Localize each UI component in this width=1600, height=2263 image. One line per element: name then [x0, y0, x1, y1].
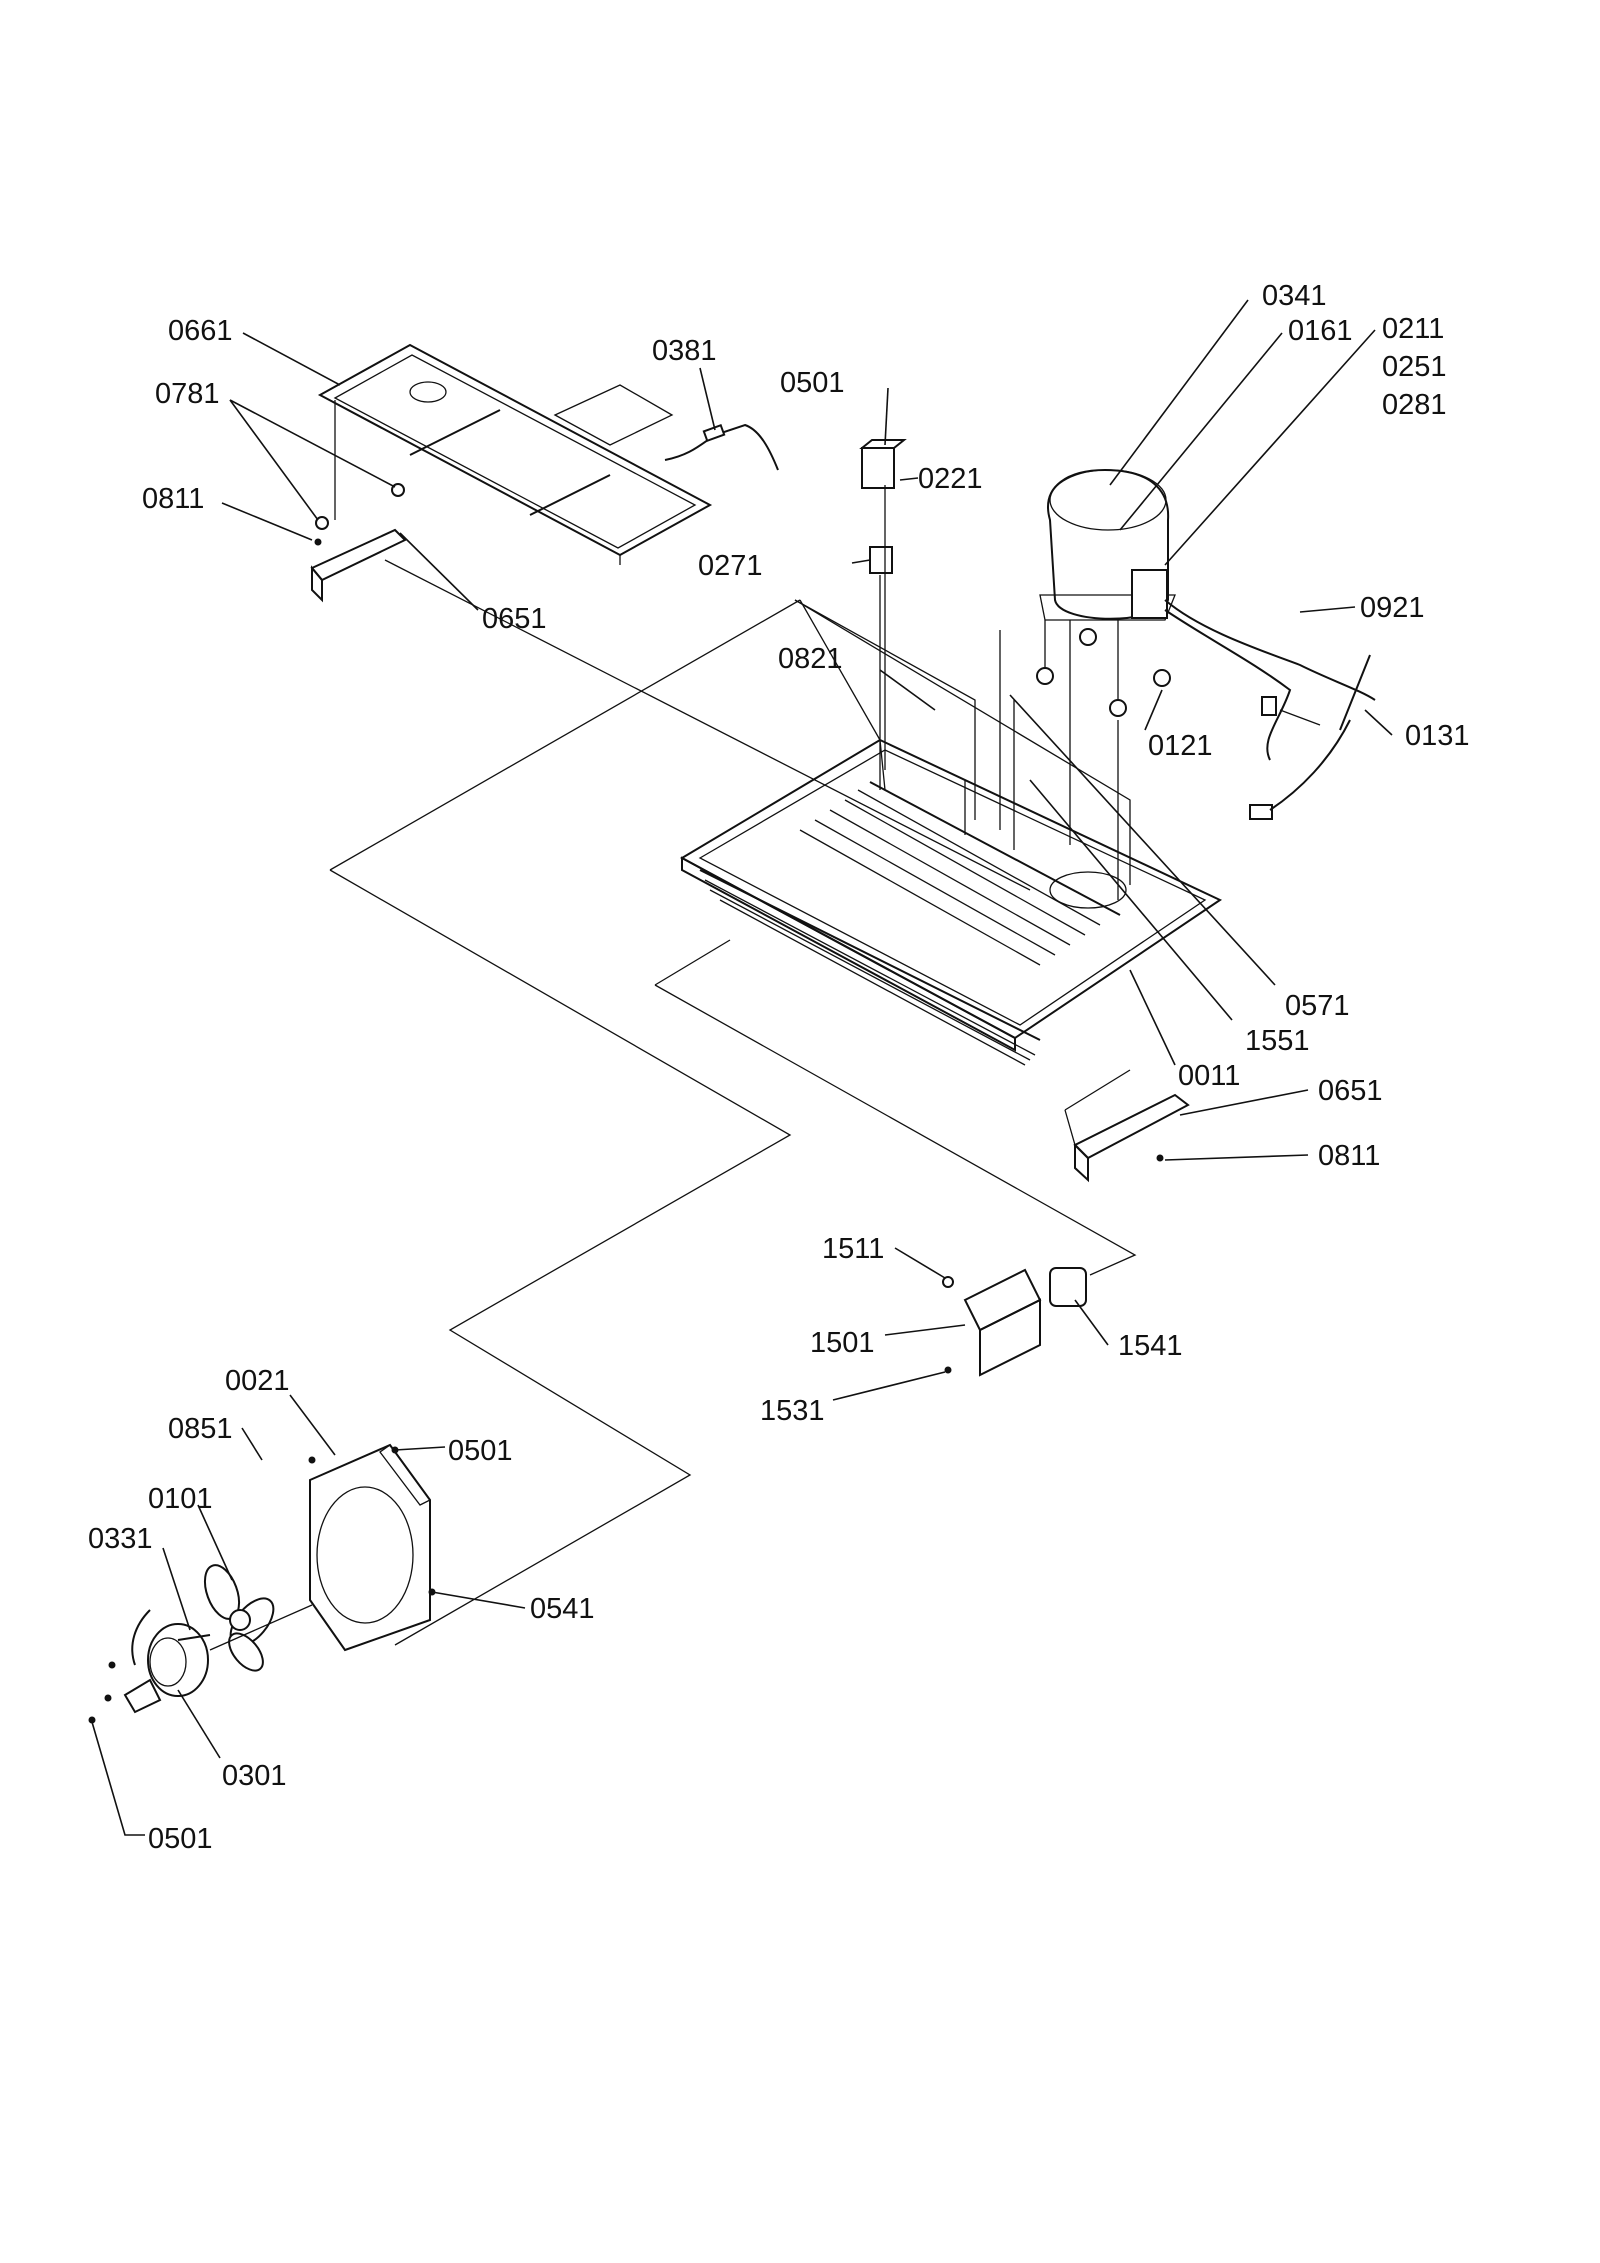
callout-0301: 0301 — [222, 1760, 287, 1792]
fan-motor-0331 — [131, 1609, 211, 1697]
callout-0221: 0221 — [918, 463, 983, 495]
callout-0281: 0281 — [1382, 389, 1447, 421]
callout-0921: 0921 — [1360, 592, 1425, 624]
bracket-right-0651 — [1073, 1093, 1190, 1183]
callout-1551: 1551 — [1245, 1025, 1310, 1057]
relay-0221 — [859, 439, 907, 489]
tube-0381 — [553, 384, 779, 471]
callout-0211: 0211 — [1382, 313, 1444, 345]
callout-0501-top: 0501 — [780, 367, 845, 399]
callout-0651-left: 0651 — [482, 603, 547, 635]
callout-0161: 0161 — [1288, 315, 1353, 347]
callout-0571: 0571 — [1285, 990, 1350, 1022]
callout-0341: 0341 — [1262, 280, 1327, 312]
callout-1541: 1541 — [1118, 1330, 1183, 1362]
callout-0851: 0851 — [168, 1413, 233, 1445]
wiring-harness-0131 — [1164, 599, 1376, 820]
clip-0271 — [869, 546, 893, 574]
callout-0251: 0251 — [1382, 351, 1447, 383]
callout-0021: 0021 — [225, 1365, 290, 1397]
callout-0811-right: 0811 — [1318, 1140, 1380, 1172]
callout-0131: 0131 — [1405, 720, 1470, 752]
bracket-left-0651 — [310, 483, 407, 603]
bracket-1501 — [942, 1267, 1087, 1377]
callout-0381: 0381 — [652, 335, 717, 367]
base-assembly-0011 — [679, 738, 1223, 1066]
callout-labels: 0661 0781 0811 0651 0381 0501 0221 0271 … — [88, 280, 1470, 1855]
callout-0781: 0781 — [155, 378, 220, 410]
callout-0821: 0821 — [778, 643, 843, 675]
fan-blade-0101 — [203, 1564, 275, 1672]
callout-0011: 0011 — [1178, 1060, 1240, 1092]
callout-0331: 0331 — [88, 1523, 153, 1555]
motor-bracket-0301 — [88, 1661, 162, 1724]
callout-1531: 1531 — [760, 1395, 825, 1427]
callout-0501-bottom: 0501 — [148, 1823, 213, 1855]
leader-lines — [91, 299, 1393, 1836]
assembly-lines — [209, 400, 1137, 1651]
compressor-0341 — [1036, 468, 1176, 717]
callout-0651-right: 0651 — [1318, 1075, 1383, 1107]
callout-0811-left: 0811 — [142, 483, 204, 515]
fan-shroud-0021 — [308, 1443, 436, 1652]
callout-0271: 0271 — [698, 550, 763, 582]
callout-1511: 1511 — [822, 1233, 884, 1265]
callout-0501-mid: 0501 — [448, 1435, 513, 1467]
drain-pan-0661 — [317, 343, 713, 565]
callout-0101: 0101 — [148, 1483, 213, 1515]
callout-0121: 0121 — [1148, 730, 1213, 762]
callout-1501: 1501 — [810, 1327, 875, 1359]
callout-0661: 0661 — [168, 315, 233, 347]
callout-0541: 0541 — [530, 1593, 595, 1625]
